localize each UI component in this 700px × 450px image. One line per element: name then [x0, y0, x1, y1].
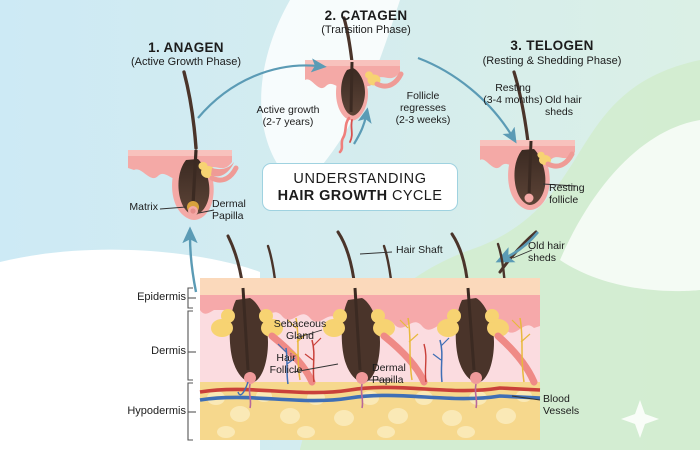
anagen-follicle-illustration — [128, 70, 239, 220]
arrow-catagen-to-telogen — [417, 56, 517, 144]
label-old-hair-sheds-top: Old hair sheds — [545, 94, 582, 119]
telogen-follicle-illustration — [480, 70, 577, 274]
skin-cross-section-illustration — [187, 230, 541, 441]
title-line-2: HAIR GROWTH CYCLE — [278, 188, 443, 204]
catagen-follicle-illustration — [305, 16, 404, 154]
label-resting-duration: Resting (3-4 months) — [483, 82, 543, 107]
layer-label-epidermis: Epidermis — [137, 291, 186, 303]
layer-label-dermis: Dermis — [151, 345, 186, 357]
title-suffix: CYCLE — [387, 187, 443, 204]
phase-subtitle-telogen: (Resting & Shedding Phase) — [482, 55, 622, 67]
arrow-skin-to-anagen — [182, 226, 198, 293]
phase-subtitle-anagen: (Active Growth Phase) — [130, 56, 242, 68]
transition-label-active-growth: Active growth (2-7 years) — [256, 104, 320, 129]
layer-label-hypodermis: Hypodermis — [127, 405, 186, 417]
label-dermal-papilla: Dermal Papilla — [212, 198, 246, 223]
phase-title-catagen: 2. CATAGEN — [324, 8, 408, 23]
arrow-anagen-to-catagen — [197, 58, 327, 119]
skin-follicle-2 — [323, 287, 428, 409]
label-hair-shaft: Hair Shaft — [396, 244, 443, 256]
title-card: UNDERSTANDING HAIR GROWTH CYCLE — [262, 163, 458, 211]
title-line-1: UNDERSTANDING — [293, 170, 427, 187]
label-sebaceous-gland: Sebaceous Gland — [273, 318, 327, 343]
label-hair-follicle: Hair Follicle — [269, 352, 303, 377]
arrow-telogen-shed — [495, 231, 539, 263]
label-matrix: Matrix — [129, 201, 158, 213]
transition-label-follicle-regresses: Follicle regresses (2-3 weeks) — [395, 90, 451, 127]
phase-title-telogen: 3. TELOGEN — [510, 38, 594, 53]
title-emphasis: HAIR GROWTH — [277, 187, 388, 204]
label-old-hair-sheds-skin: Old hair sheds — [528, 240, 565, 265]
skin-follicle-1 — [211, 287, 316, 409]
phase-title-anagen: 1. ANAGEN — [148, 40, 224, 55]
layer-brackets — [187, 287, 196, 441]
phase-subtitle-catagen: (Transition Phase) — [321, 24, 411, 36]
label-blood-vessels: Blood Vessels — [543, 393, 580, 418]
arrow-catagen-up — [353, 107, 372, 145]
skin-follicle-3 — [437, 287, 538, 409]
label-resting-follicle: Resting follicle — [549, 182, 585, 207]
label-dermal-papilla-skin: Dermal Papilla — [372, 362, 406, 387]
